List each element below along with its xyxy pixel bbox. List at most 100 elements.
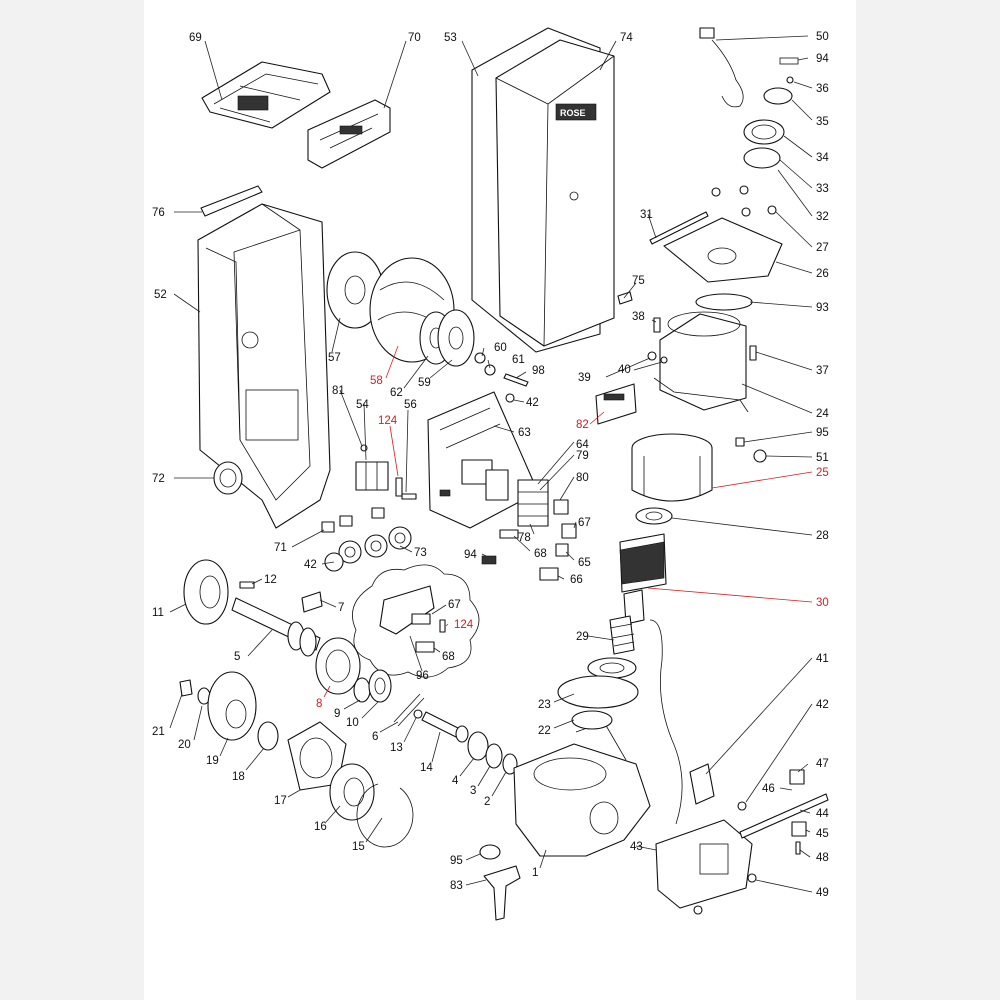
callout-64: 64	[576, 439, 589, 451]
callout-98: 98	[532, 365, 545, 377]
callout-39: 39	[578, 372, 591, 384]
callout-26: 26	[816, 268, 829, 280]
part-80-connector	[553, 499, 569, 515]
part-6-spring	[393, 693, 425, 727]
part-31-rod	[649, 211, 709, 245]
callout-16: 16	[314, 821, 327, 833]
callout-4: 4	[452, 775, 459, 787]
part-4-seal	[467, 731, 489, 761]
part-75-screw	[617, 291, 633, 305]
callout-52: 52	[154, 289, 167, 301]
callout-45: 45	[816, 828, 829, 840]
part-96-harness-group	[352, 564, 480, 678]
callout-73: 73	[414, 547, 427, 559]
part-22-seal	[571, 710, 613, 730]
callout-42c: 42	[816, 699, 829, 711]
callout-53: 53	[444, 32, 457, 44]
callout-31: 31	[640, 209, 653, 221]
callout-25: 25	[816, 467, 829, 479]
callout-80: 80	[576, 472, 589, 484]
callout-35: 35	[816, 116, 829, 128]
callout-34: 34	[816, 152, 829, 164]
callout-93: 93	[816, 302, 829, 314]
part-29-worm	[609, 615, 635, 655]
part-48-screw	[795, 841, 801, 855]
callout-79: 79	[576, 450, 589, 462]
callout-49: 49	[816, 887, 829, 899]
callout-75: 75	[632, 275, 645, 287]
callout-69: 69	[189, 32, 202, 44]
callout-8: 8	[316, 698, 322, 710]
callout-28: 28	[816, 530, 829, 542]
part-19-spur-gear	[207, 671, 257, 741]
part-95-screw-b	[735, 437, 745, 447]
callout-41: 41	[816, 653, 829, 665]
part-93-oring	[695, 293, 753, 311]
callout-65: 65	[578, 557, 591, 569]
callout-62: 62	[390, 387, 403, 399]
part-8-gear	[315, 637, 361, 695]
part-73-glands	[324, 526, 412, 572]
part-51-nut	[753, 449, 767, 463]
callout-67b: 67	[448, 599, 461, 611]
callout-1: 1	[532, 867, 538, 879]
callout-51: 51	[816, 452, 829, 464]
callout-57: 57	[328, 352, 341, 364]
part-9-ring	[353, 677, 371, 703]
callout-66: 66	[570, 574, 583, 586]
part-1-gearbox-housing	[513, 721, 651, 857]
part-18-ring	[257, 721, 279, 751]
part-66-connector	[539, 567, 559, 581]
part-82-rating-plate	[595, 383, 637, 425]
callout-22: 22	[538, 725, 551, 737]
callout-21: 21	[152, 726, 165, 738]
callout-6: 6	[372, 731, 378, 743]
callout-124a: 124	[378, 415, 398, 427]
part-43-limit-switch-housing	[655, 819, 753, 909]
callout-48: 48	[816, 852, 829, 864]
callout-70: 70	[408, 32, 421, 44]
callout-40: 40	[618, 364, 631, 376]
part-44-limit-shaft	[739, 793, 829, 839]
part-65-connector	[555, 543, 569, 557]
callout-68a: 68	[534, 548, 547, 560]
part-16-plate	[329, 763, 375, 821]
part-95-clip	[479, 844, 501, 860]
callout-27: 27	[816, 242, 829, 254]
part-71-gland	[321, 507, 385, 533]
callout-18: 18	[232, 771, 245, 783]
callout-78: 78	[518, 532, 531, 544]
part-67-connector	[561, 523, 577, 539]
part-94-label-b	[779, 57, 799, 65]
part-72-grommet	[213, 461, 243, 495]
part-98-bolt	[503, 373, 529, 387]
part-26-cover-plate	[663, 217, 783, 283]
callout-46: 46	[762, 783, 775, 795]
callout-96: 96	[416, 670, 429, 682]
callout-83: 83	[450, 880, 463, 892]
part-94-label-a	[481, 555, 497, 565]
callout-33: 33	[816, 183, 829, 195]
callout-14: 14	[420, 762, 433, 774]
part-45-cam	[791, 821, 807, 837]
part-10-seal	[368, 669, 392, 703]
callout-24: 24	[816, 408, 829, 420]
part-21-bolt	[179, 679, 193, 697]
callout-36: 36	[816, 83, 829, 95]
part-28-bearing	[635, 507, 673, 525]
callout-38: 38	[632, 311, 645, 323]
callout-58: 58	[370, 375, 383, 387]
diagram-sheet: ROSE	[144, 0, 856, 1000]
callout-95b: 95	[450, 855, 463, 867]
part-33-ring	[743, 147, 781, 169]
callout-7: 7	[338, 602, 344, 614]
callout-56: 56	[404, 399, 417, 411]
part-83-crank-key	[483, 865, 521, 921]
callout-10: 10	[346, 717, 359, 729]
callout-12: 12	[264, 574, 277, 586]
callout-72: 72	[152, 473, 165, 485]
callout-54: 54	[356, 399, 369, 411]
callout-13: 13	[390, 742, 403, 754]
callout-124b: 124	[454, 619, 474, 631]
callout-19: 19	[206, 755, 219, 767]
